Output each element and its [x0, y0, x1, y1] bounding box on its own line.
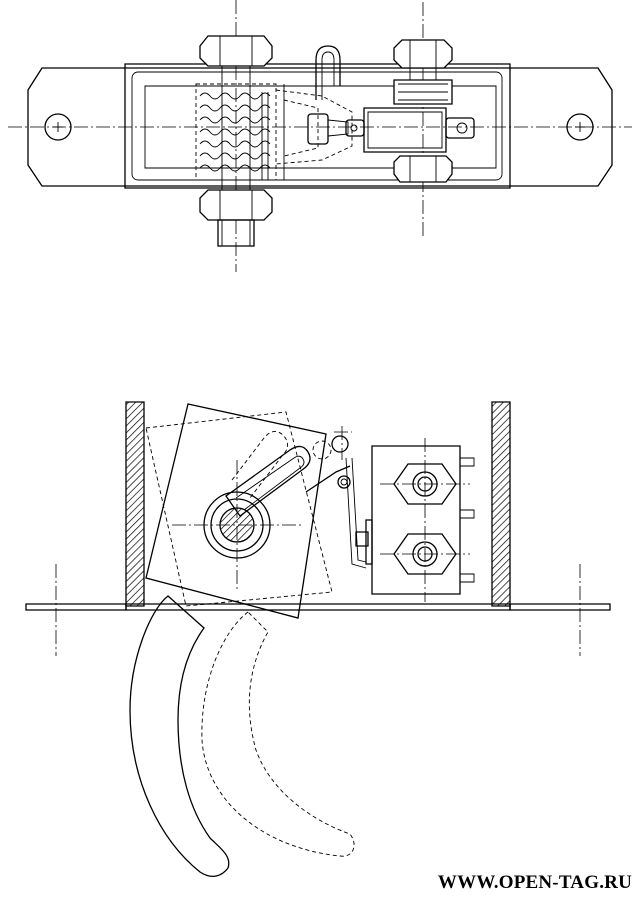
trigger-blade-alternate [202, 612, 354, 856]
left-bolt [200, 36, 272, 246]
right-flange [510, 604, 610, 610]
housing-inner-wall [132, 72, 502, 180]
left-flange [26, 604, 126, 610]
lever-slot [226, 446, 310, 516]
side-view [26, 402, 610, 876]
pivot-shaft [172, 460, 302, 590]
lever-hidden-outline [276, 90, 352, 164]
top-view [8, 0, 632, 272]
microswitch-top [364, 40, 474, 182]
microswitch-side [356, 438, 474, 602]
plunger-block [308, 114, 328, 144]
mounting-plate [28, 68, 612, 186]
trigger-blade [130, 596, 229, 876]
housing-outline [125, 64, 510, 188]
actuator-lever-alternate [146, 412, 332, 606]
torsion-spring [196, 84, 284, 180]
actuator-lever [146, 404, 326, 618]
right-wall [492, 402, 510, 606]
link-rod [306, 466, 350, 492]
site-watermark: WWW.OPEN-TAG.RU [437, 872, 632, 893]
left-wall [126, 402, 144, 606]
return-hook [316, 46, 340, 100]
